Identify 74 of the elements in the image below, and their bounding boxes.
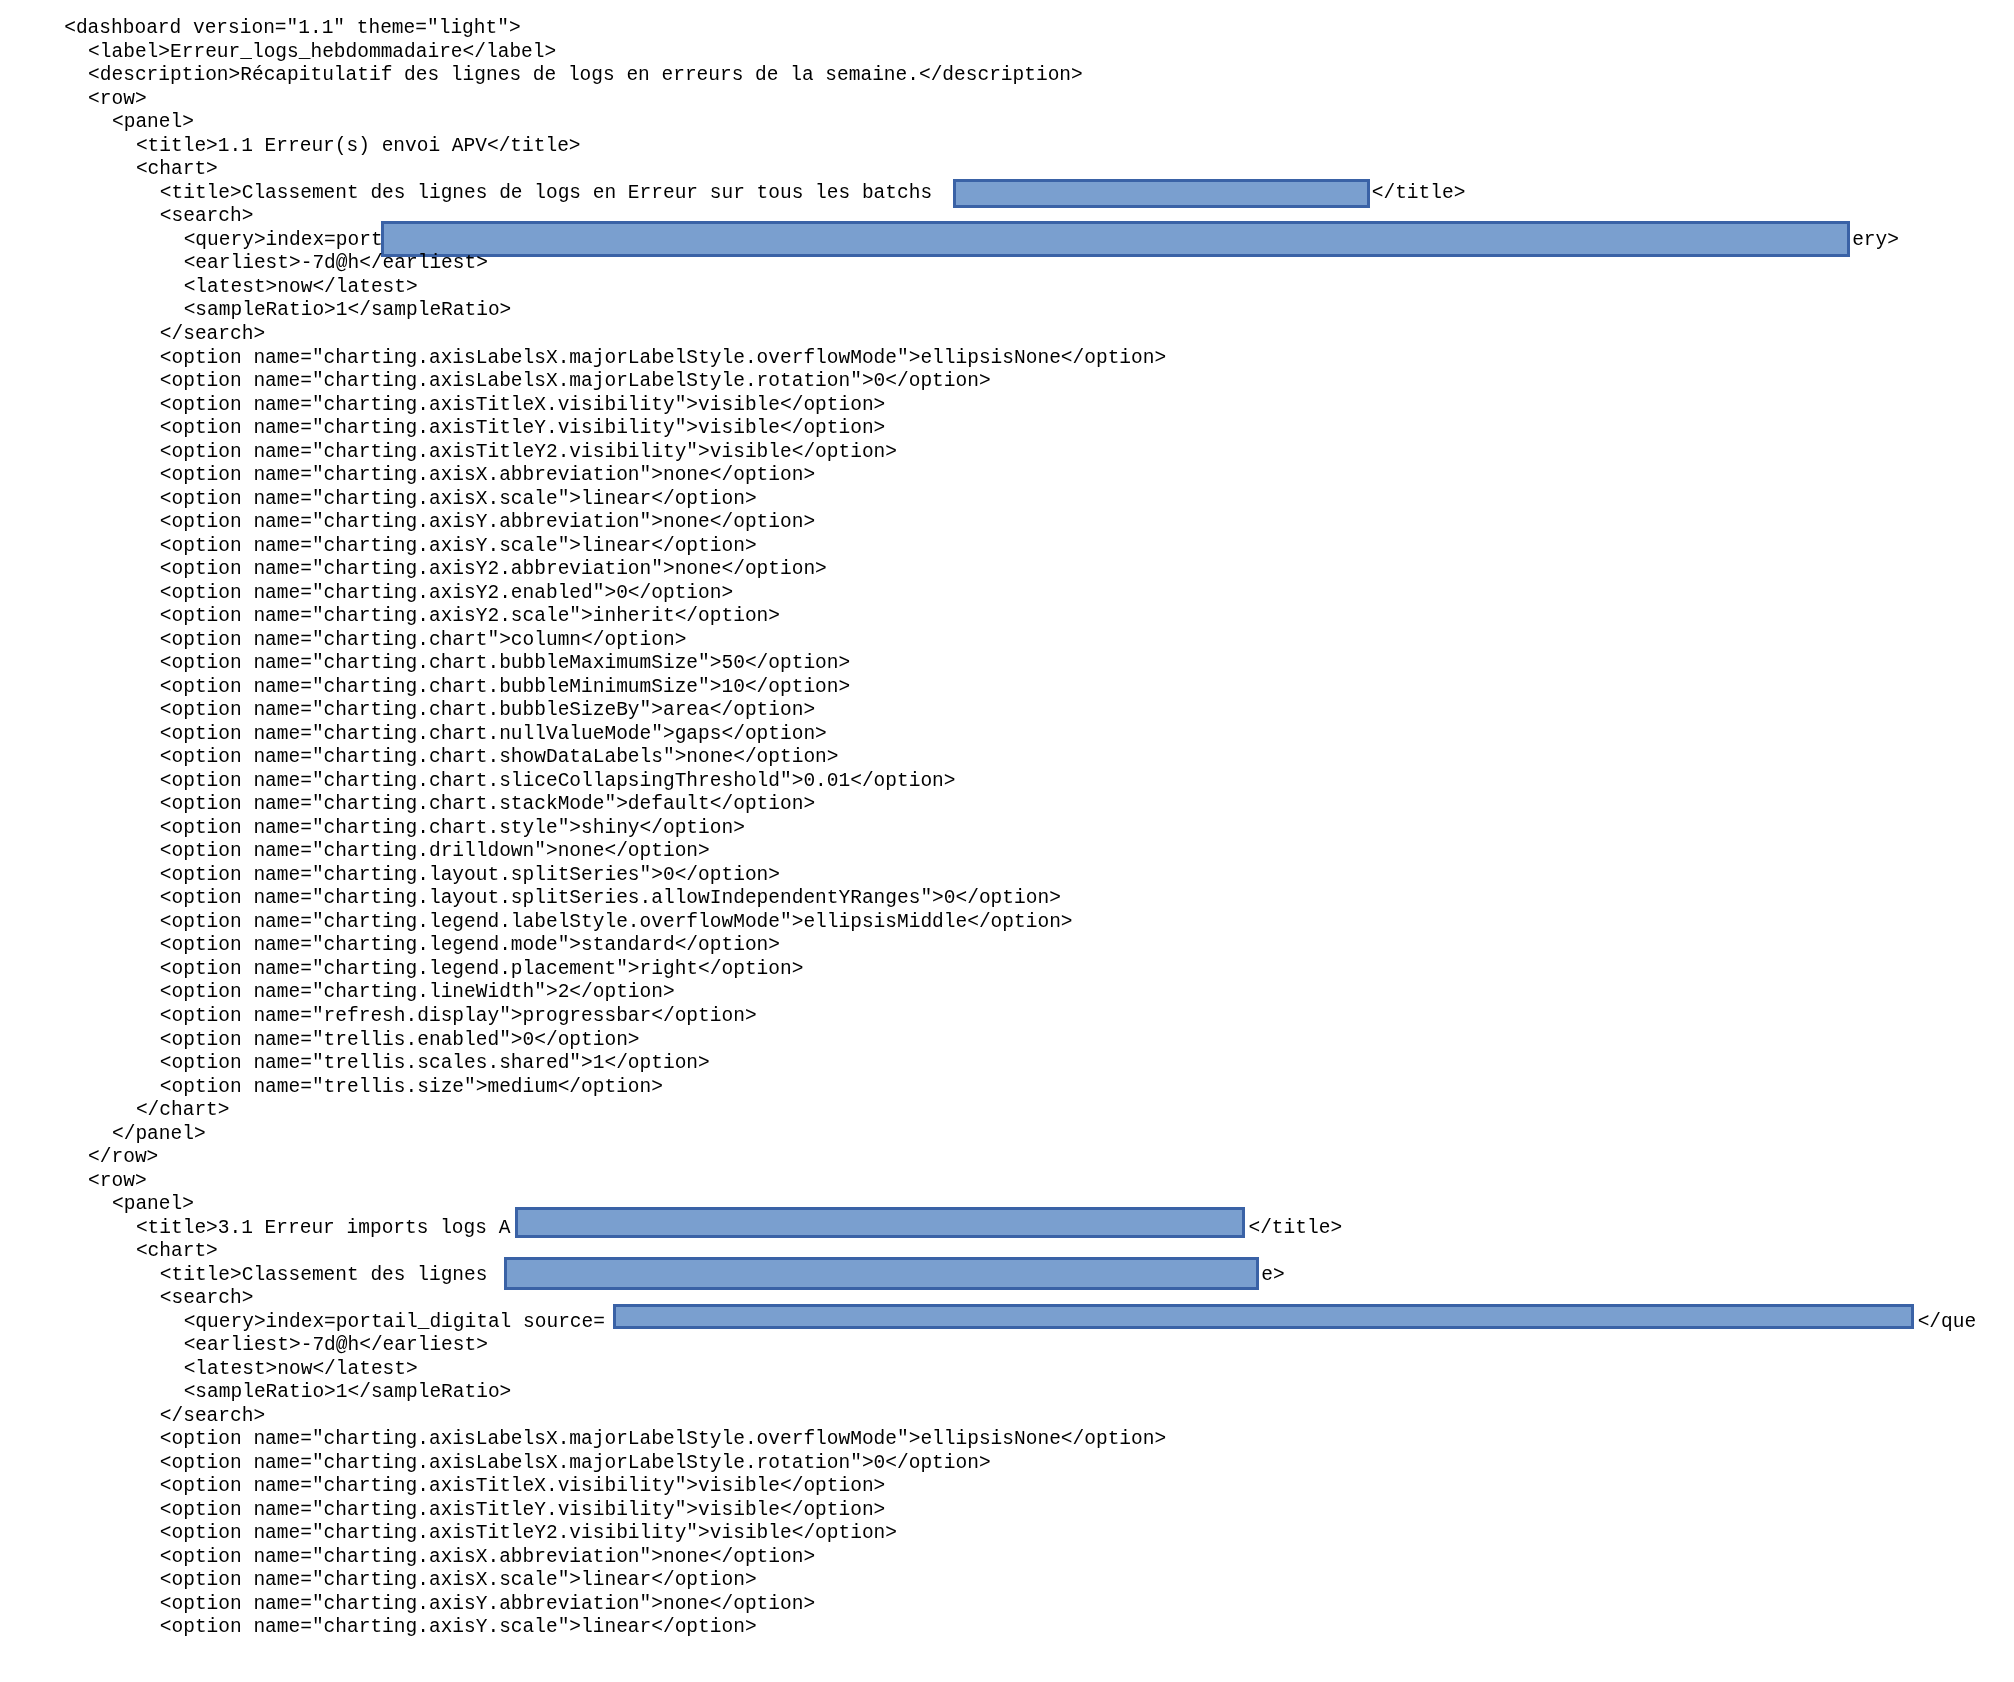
code-line: <option name="charting.axisX.abbreviation">none</option> — [159, 1545, 816, 1568]
code-line: <title>3.1 Erreur imports logs A — [135, 1216, 511, 1239]
code-line: <option name="trellis.scales.shared">1</option> — [159, 1052, 710, 1075]
code-line: <title>Classement des lignes de logs en Erreur sur tous les batchs — [159, 181, 933, 204]
code-line: <option name="charting.chart.stackMode">default</option> — [159, 793, 816, 816]
code-line: </row> — [88, 1146, 159, 1169]
code-line: <option name="charting.axisY2.scale">inherit</option> — [159, 605, 780, 628]
code-line: </chart> — [135, 1099, 230, 1122]
code-line: <row> — [88, 1169, 147, 1192]
code-line: <option name="charting.axisX.scale">linear</option> — [159, 1569, 757, 1592]
code-line: <option name="charting.axisLabelsX.majorLabelStyle.overflowMode">ellipsisNone</option> — [159, 1428, 1167, 1451]
code-line: <option name="charting.lineWidth">2</option> — [159, 981, 675, 1004]
code-line: <option name="charting.axisX.abbreviation">none</option> — [159, 464, 816, 487]
code-line: <label>Erreur_logs_hebdommadaire</label> — [88, 40, 557, 63]
code-line: </search> — [159, 323, 266, 345]
code-line: </title> — [1248, 1216, 1343, 1239]
code-line: <option name="charting.chart.style">shiny</option> — [159, 816, 745, 839]
code-line: <earliest>-7d@h</earliest> — [183, 252, 488, 275]
code-line: <chart> — [135, 158, 218, 181]
code-line: <option name="charting.chart.sliceCollapsingThreshold">0.01</option> — [159, 769, 956, 792]
code-line: <option name="charting.axisTitleX.visibility">visible</option> — [159, 393, 886, 416]
code-line: <option name="charting.chart.nullValueMode">gaps</option> — [159, 722, 827, 745]
code-line: <option name="charting.chart">column</option> — [159, 628, 687, 651]
code-line: <earliest>-7d@h</earliest> — [183, 1334, 488, 1357]
code-line: <option name="charting.legend.mode">standard</option> — [159, 934, 780, 957]
code-line: <latest>now</latest> — [183, 1357, 418, 1380]
code-line: <option name="trellis.enabled">0</option> — [159, 1028, 640, 1051]
code-line: <option name="charting.axisLabelsX.majorLabelStyle.rotation">0</option> — [159, 370, 991, 392]
code-line: <option name="charting.axisTitleX.visibility">visible</option> — [159, 1475, 886, 1498]
code-line: <option name="charting.axisX.scale">linear</option> — [159, 487, 757, 510]
code-line: <option name="charting.chart.bubbleSizeBy">area</option> — [159, 699, 816, 722]
code-line: <option name="charting.axisTitleY2.visibility">visible</option> — [159, 440, 897, 463]
code-line: <option name="charting.legend.placement">right</option> — [159, 957, 804, 980]
code-line: <option name="charting.layout.splitSeries">0</option> — [159, 863, 780, 886]
code-line: <search> — [159, 1287, 254, 1310]
code-line: <option name="charting.axisTitleY.visibility">visible</option> — [159, 1498, 886, 1521]
code-line: <option name="charting.axisTitleY2.visibility">visible</option> — [159, 1522, 897, 1545]
code-line: e> — [1261, 1263, 1285, 1286]
code-line: <option name="refresh.display">progressbar</option> — [159, 1005, 757, 1027]
code-line: <chart> — [135, 1240, 218, 1263]
code-line: <title>Classement des lignes — [159, 1263, 489, 1286]
code-line: <option name="charting.axisLabelsX.majorLabelStyle.overflowMode">ellipsisNone</option> — [159, 346, 1167, 369]
code-line: <option name="charting.chart.showDataLabels">none</option> — [159, 746, 839, 769]
code-line: <option name="charting.axisLabelsX.majorLabelStyle.rotation">0</option> — [159, 1451, 991, 1474]
code-line: <option name="charting.axisY2.enabled">0</option> — [159, 581, 734, 604]
code-line: <sampleRatio>1</sampleRatio> — [183, 299, 512, 322]
code-line: <option name="charting.axisY.scale">linear</option> — [159, 1616, 757, 1639]
code-line: <query>index=port — [183, 228, 383, 251]
code-line: <option name="charting.legend.labelStyle.overflowMode">ellipsisMiddle</option> — [159, 910, 1073, 933]
code-line: ery> — [1852, 228, 1899, 251]
code-line: <option name="trellis.size">medium</option> — [159, 1075, 663, 1098]
code-line: </search> — [159, 1404, 266, 1427]
code-line: </que — [1917, 1310, 1977, 1333]
code-line: <description>Récapitulatif des lignes de logs en erreurs de la semaine.</description> — [88, 64, 1083, 87]
code-line: <dashboard version="1.1" theme="light"> — [64, 17, 521, 40]
code-line: <option name="charting.axisY.abbreviation">none</option> — [159, 511, 816, 534]
code-line: </panel> — [112, 1122, 206, 1145]
code-line: <row> — [88, 87, 147, 110]
code-line: <sampleRatio>1</sampleRatio> — [183, 1381, 512, 1404]
code-line: <option name="charting.axisTitleY.visibility">visible</option> — [159, 417, 886, 440]
code-line: </title> — [1371, 181, 1466, 204]
code-line: <option name="charting.chart.bubbleMaximumSize">50</option> — [159, 652, 851, 675]
code-line: <title>1.1 Erreur(s) envoi APV</title> — [135, 134, 581, 157]
code-line: <search> — [159, 205, 254, 228]
code-line: <option name="charting.axisY.abbreviation">none</option> — [159, 1592, 816, 1615]
code-line: <panel> — [112, 1193, 194, 1216]
code-line: <option name="charting.axisY.scale">linear</option> — [159, 534, 757, 557]
code-line: <option name="charting.drilldown">none</option> — [159, 840, 710, 863]
code-line: <latest>now</latest> — [183, 275, 418, 298]
code-line: <option name="charting.axisY2.abbreviation">none</option> — [159, 558, 827, 581]
code-line: <option name="charting.layout.splitSeries.allowIndependentYRanges">0</option> — [159, 887, 1061, 910]
code-line: <option name="charting.chart.bubbleMinimumSize">10</option> — [159, 675, 851, 698]
code-line: <query>index=portail_digital source= — [183, 1310, 605, 1333]
code-line: <panel> — [112, 111, 194, 134]
